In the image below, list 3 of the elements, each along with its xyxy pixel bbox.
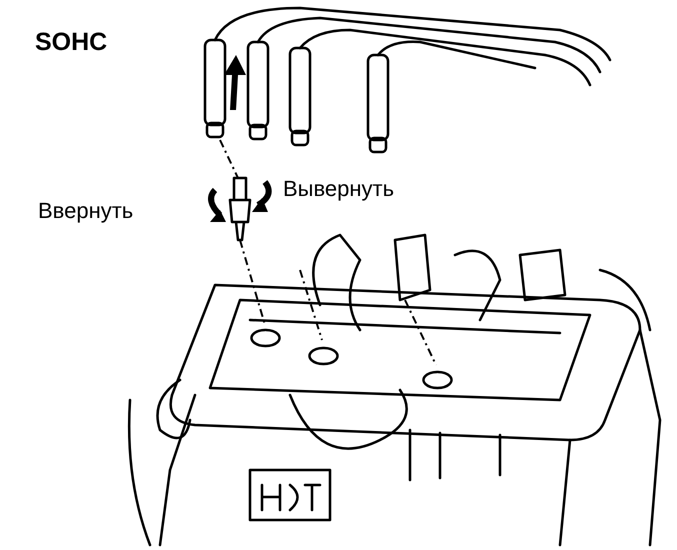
screw-in-label: Ввернуть xyxy=(38,198,134,224)
screw-out-label: Вывернуть xyxy=(283,176,394,202)
engine-type-label: SOHC xyxy=(35,28,108,57)
